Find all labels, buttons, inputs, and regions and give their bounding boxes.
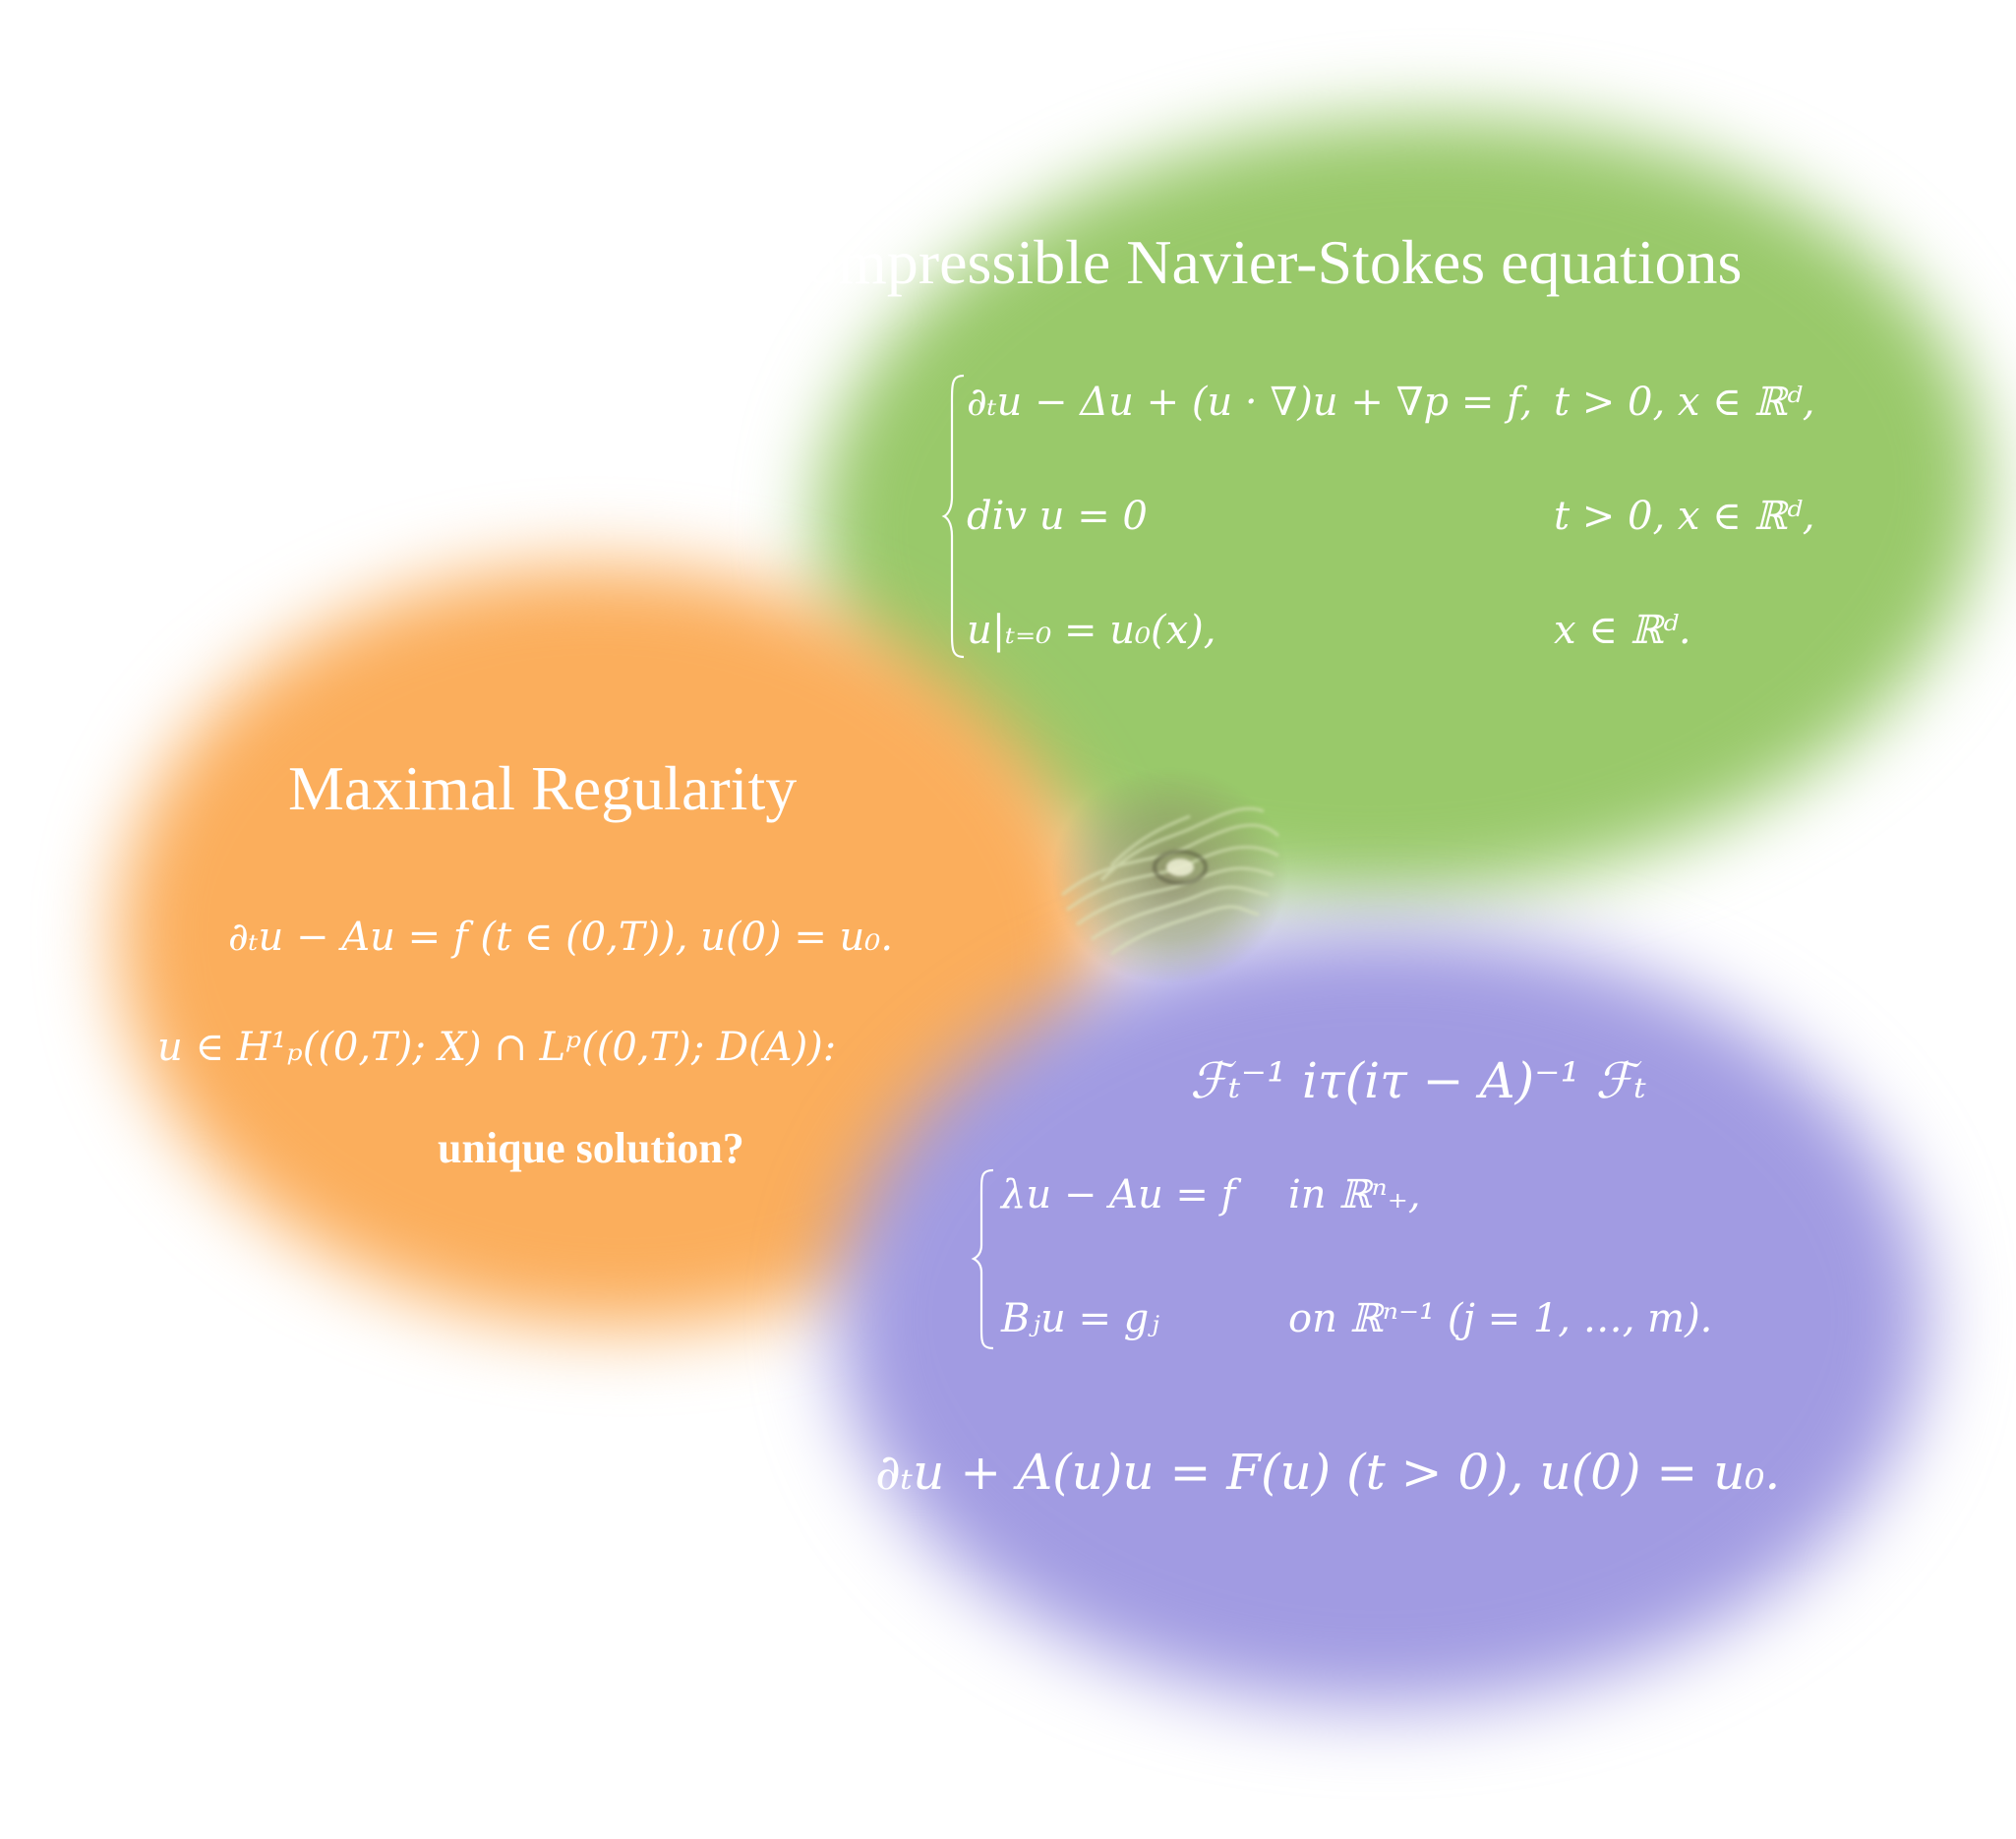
ns-condition-momentum: t > 0, x ∈ ℝᵈ, <box>1554 380 1815 425</box>
resolvent-domain: in ℝⁿ₊, <box>1288 1172 1421 1217</box>
fourier-multiplier-operator: ℱₜ⁻¹ iτ(iτ − A)⁻¹ ℱₜ <box>1190 1052 1647 1109</box>
boundary-condition-equation: Bⱼu = gⱼ <box>1001 1296 1159 1341</box>
ns-equation-divergence: div u = 0 <box>967 494 1148 539</box>
quasilinear-equation: ∂ₜu + A(u)u = F(u) (t > 0), u(0) = u₀. <box>875 1444 1781 1501</box>
cauchy-problem-equation: ∂ₜu − Au = f (t ∈ (0,T)), u(0) = u₀. <box>228 915 894 960</box>
solution-space-equation: u ∈ H¹ₚ((0,T); X) ∩ Lᵖ((0,T); D(A)): <box>157 1025 837 1070</box>
ns-equation-momentum: ∂ₜu − Δu + (u · ∇)u + ∇p = f, <box>967 380 1533 425</box>
boundary-condition-domain: on ℝⁿ⁻¹ (j = 1, …, m). <box>1288 1296 1713 1341</box>
resolvent-system-brace <box>971 1168 994 1350</box>
maximal-regularity-title: Maximal Regularity <box>288 753 798 823</box>
navier-stokes-system-brace <box>941 374 965 659</box>
ns-condition-initial: x ∈ ℝᵈ. <box>1554 608 1691 653</box>
resolvent-equation: λu − Au = f <box>1001 1172 1236 1217</box>
ns-condition-divergence: t > 0, x ∈ ℝᵈ, <box>1554 494 1815 539</box>
purple-region <box>836 929 1927 1706</box>
flow-swirl-image <box>1052 767 1288 983</box>
navier-stokes-title: ompressible Navier-Stokes equations <box>806 227 1743 297</box>
ns-equation-initial: u|ₜ₌₀ = u₀(x), <box>967 608 1216 653</box>
unique-solution-question: unique solution? <box>438 1124 744 1172</box>
